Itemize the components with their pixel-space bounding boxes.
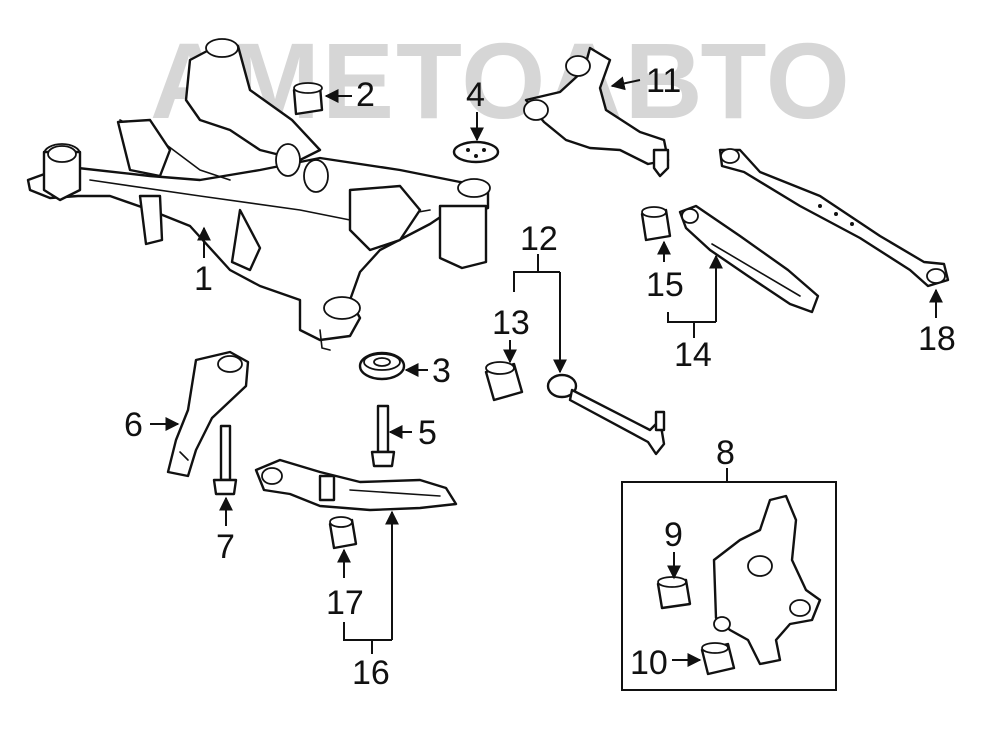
callout-1: 1: [194, 260, 213, 298]
callout-14: 14: [674, 336, 712, 374]
bolt-part-7[interactable]: [212, 424, 238, 496]
callout-4: 4: [466, 76, 485, 114]
bushing-part-13[interactable]: [484, 361, 524, 402]
leader-lines: [150, 76, 943, 667]
callout-9: 9: [664, 516, 683, 554]
bushing-part-9[interactable]: [656, 576, 692, 610]
part-8-group-frame: [621, 481, 837, 691]
callout-6: 6: [124, 406, 143, 444]
callout-8: 8: [716, 434, 735, 472]
callout-18: 18: [918, 320, 956, 358]
callout-10: 10: [630, 644, 668, 682]
mount-washer-part-3[interactable]: [358, 351, 406, 381]
bushing-part-17[interactable]: [328, 516, 358, 550]
callout-11: 11: [646, 62, 681, 100]
callout-5: 5: [418, 414, 437, 452]
lateral-link-part-18[interactable]: [718, 148, 950, 288]
upper-control-arm-part-11[interactable]: [523, 46, 670, 178]
toe-link-part-12[interactable]: [546, 373, 666, 456]
callout-3: 3: [432, 352, 451, 390]
callout-16: 16: [352, 654, 390, 692]
bolt-part-5[interactable]: [370, 404, 396, 468]
callout-13: 13: [492, 304, 530, 342]
bushing-part-10[interactable]: [700, 642, 736, 676]
knuckle-part-8[interactable]: [712, 494, 822, 666]
callout-2: 2: [356, 76, 375, 114]
callout-7: 7: [216, 528, 235, 566]
bushing-part-2[interactable]: [292, 82, 324, 116]
callout-17: 17: [326, 584, 364, 622]
bushing-part-15[interactable]: [640, 206, 672, 242]
callout-15: 15: [646, 266, 684, 304]
trailing-arm-part-14[interactable]: [678, 204, 820, 314]
lower-control-arm-part-16[interactable]: [254, 458, 458, 512]
bracket-part-6[interactable]: [166, 350, 250, 478]
crossmember-part[interactable]: [26, 38, 491, 351]
plate-part-4[interactable]: [452, 140, 500, 164]
callout-12: 12: [520, 220, 558, 258]
callout-numbers: 1 2 3 4 5 6 7 8 9 10 11 12 13 14 15 16 1…: [124, 62, 956, 692]
